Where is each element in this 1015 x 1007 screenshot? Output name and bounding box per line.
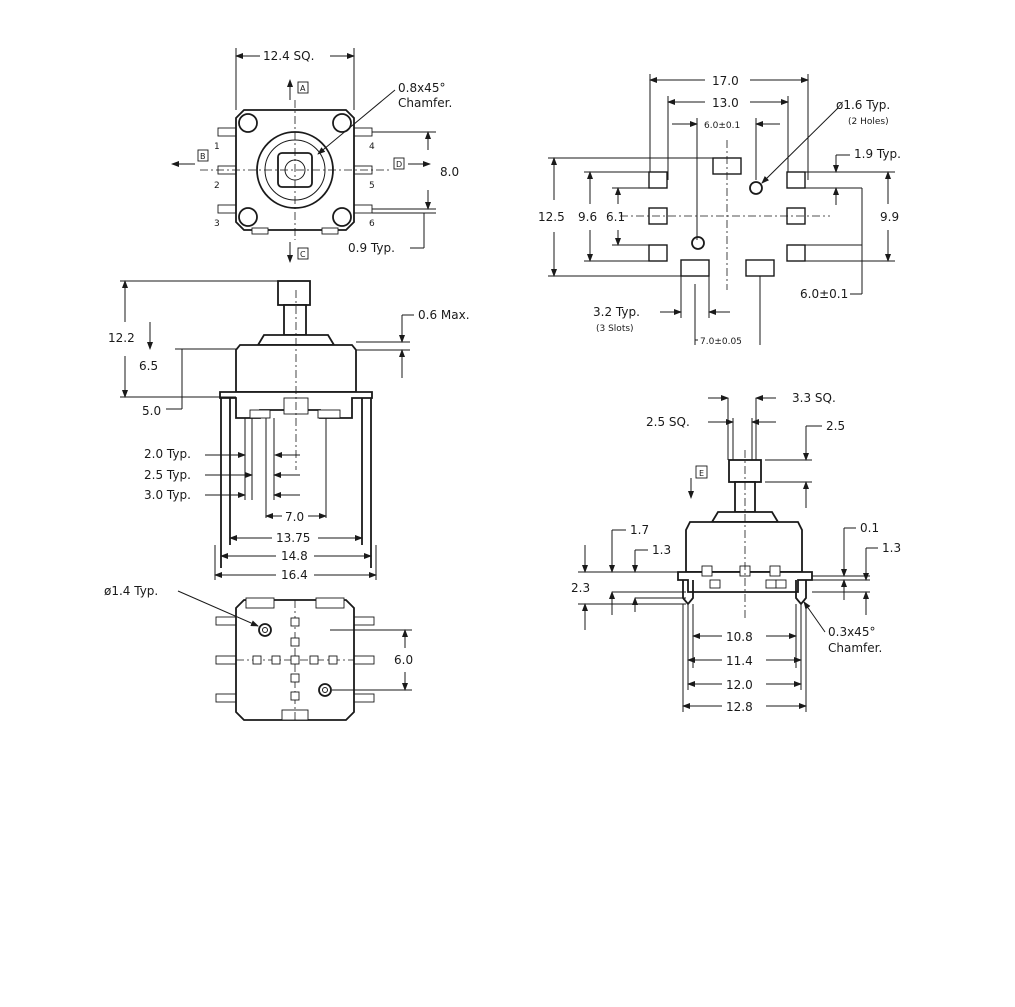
front-dim-12-8: 12.8 [726, 700, 753, 714]
front-dim-2-5: 2.5 [826, 419, 845, 433]
pcb-slot-label-1: 3.2 Typ. [593, 305, 640, 319]
pcb-hole-label-2: (2 Holes) [848, 117, 889, 127]
pcb-dim-9-9: 9.9 [880, 210, 899, 224]
top-pin-width-label: 0.9 Typ. [348, 241, 395, 255]
side-typ-2-label: 2.0 Typ. [144, 447, 191, 461]
side-height-body: 6.5 [139, 359, 158, 373]
pin-6-label: 6 [369, 219, 375, 229]
side-typ-2-5-label: 2.5 Typ. [144, 468, 191, 482]
front-dim-10-8: 10.8 [726, 630, 753, 644]
front-view: 3.3 SQ. 2.5 SQ. 2.5 E 2.3 [571, 391, 901, 714]
pcb-pad-label: 1.9 Typ. [854, 147, 901, 161]
side-typ-3-label: 3.0 Typ. [144, 488, 191, 502]
top-width-label: 12.4 SQ. [263, 49, 314, 63]
pcb-layout: 17.0 13.0 6.0±0.1 ø1.6 Typ. (2 Holes) 1.… [538, 74, 901, 347]
front-dim-2-3: 2.3 [571, 581, 590, 595]
top-view: 12.4 SQ. 1 2 3 4 5 6 A [171, 48, 459, 263]
pcb-dim-6-1: 6.1 [606, 210, 625, 224]
front-shaft-25-sq: 2.5 SQ. [646, 415, 690, 429]
direction-b-label: B [200, 152, 206, 161]
front-dim-11-4: 11.4 [726, 654, 753, 668]
front-dim-1-3-left: 1.3 [652, 543, 671, 557]
direction-c-label: C [300, 250, 306, 259]
pin-3-label: 3 [214, 219, 220, 229]
front-chamfer-label-1: 0.3x45° [828, 625, 875, 639]
pcb-hole-label-1: ø1.6 Typ. [836, 98, 890, 112]
pin-4-label: 4 [369, 142, 375, 152]
pcb-dim-17: 17.0 [712, 74, 739, 88]
front-chamfer-label-2: Chamfer. [828, 641, 882, 655]
side-view: 12.2 6.5 5.0 0.6 Max. 2.0 Typ. 2.5 Typ. … [108, 280, 470, 582]
pcb-dim-7-tol: 7.0±0.05 [700, 337, 742, 347]
pin-2-label: 2 [214, 181, 220, 191]
side-dim-16-4: 16.4 [281, 568, 308, 582]
side-height-total: 12.2 [108, 331, 135, 345]
front-dim-0-1: 0.1 [860, 521, 879, 535]
direction-d-label: D [396, 160, 402, 169]
side-height-base: 5.0 [142, 404, 161, 418]
bottom-view: ø1.4 Typ. 6.0 [104, 584, 413, 721]
front-shaft-sq: 3.3 SQ. [792, 391, 836, 405]
front-dim-1-7: 1.7 [630, 523, 649, 537]
direction-e-label: E [699, 469, 704, 478]
bottom-pitch-label: 6.0 [394, 653, 413, 667]
pcb-dim-6-tol-b: 6.0±0.1 [800, 287, 848, 301]
direction-a-label: A [300, 84, 306, 93]
side-max-label: 0.6 Max. [418, 308, 470, 322]
side-dim-14-8: 14.8 [281, 549, 308, 563]
pin-5-label: 5 [369, 181, 375, 191]
pcb-dim-6-tol: 6.0±0.1 [704, 121, 740, 131]
bottom-hole-label: ø1.4 Typ. [104, 584, 158, 598]
pcb-slot-label-2: (3 Slots) [596, 324, 634, 334]
side-dim-13-75: 13.75 [276, 531, 310, 545]
front-dim-1-3-right: 1.3 [882, 541, 901, 555]
top-chamfer-label-2: Chamfer. [398, 96, 452, 110]
pcb-dim-9-6: 9.6 [578, 210, 597, 224]
pin-1-label: 1 [214, 142, 220, 152]
top-chamfer-label-1: 0.8x45° [398, 81, 445, 95]
side-dim-7: 7.0 [285, 510, 304, 524]
pcb-dim-13: 13.0 [712, 96, 739, 110]
front-dim-12-0: 12.0 [726, 678, 753, 692]
top-pitch-label: 8.0 [440, 165, 459, 179]
pcb-dim-12-5: 12.5 [538, 210, 565, 224]
